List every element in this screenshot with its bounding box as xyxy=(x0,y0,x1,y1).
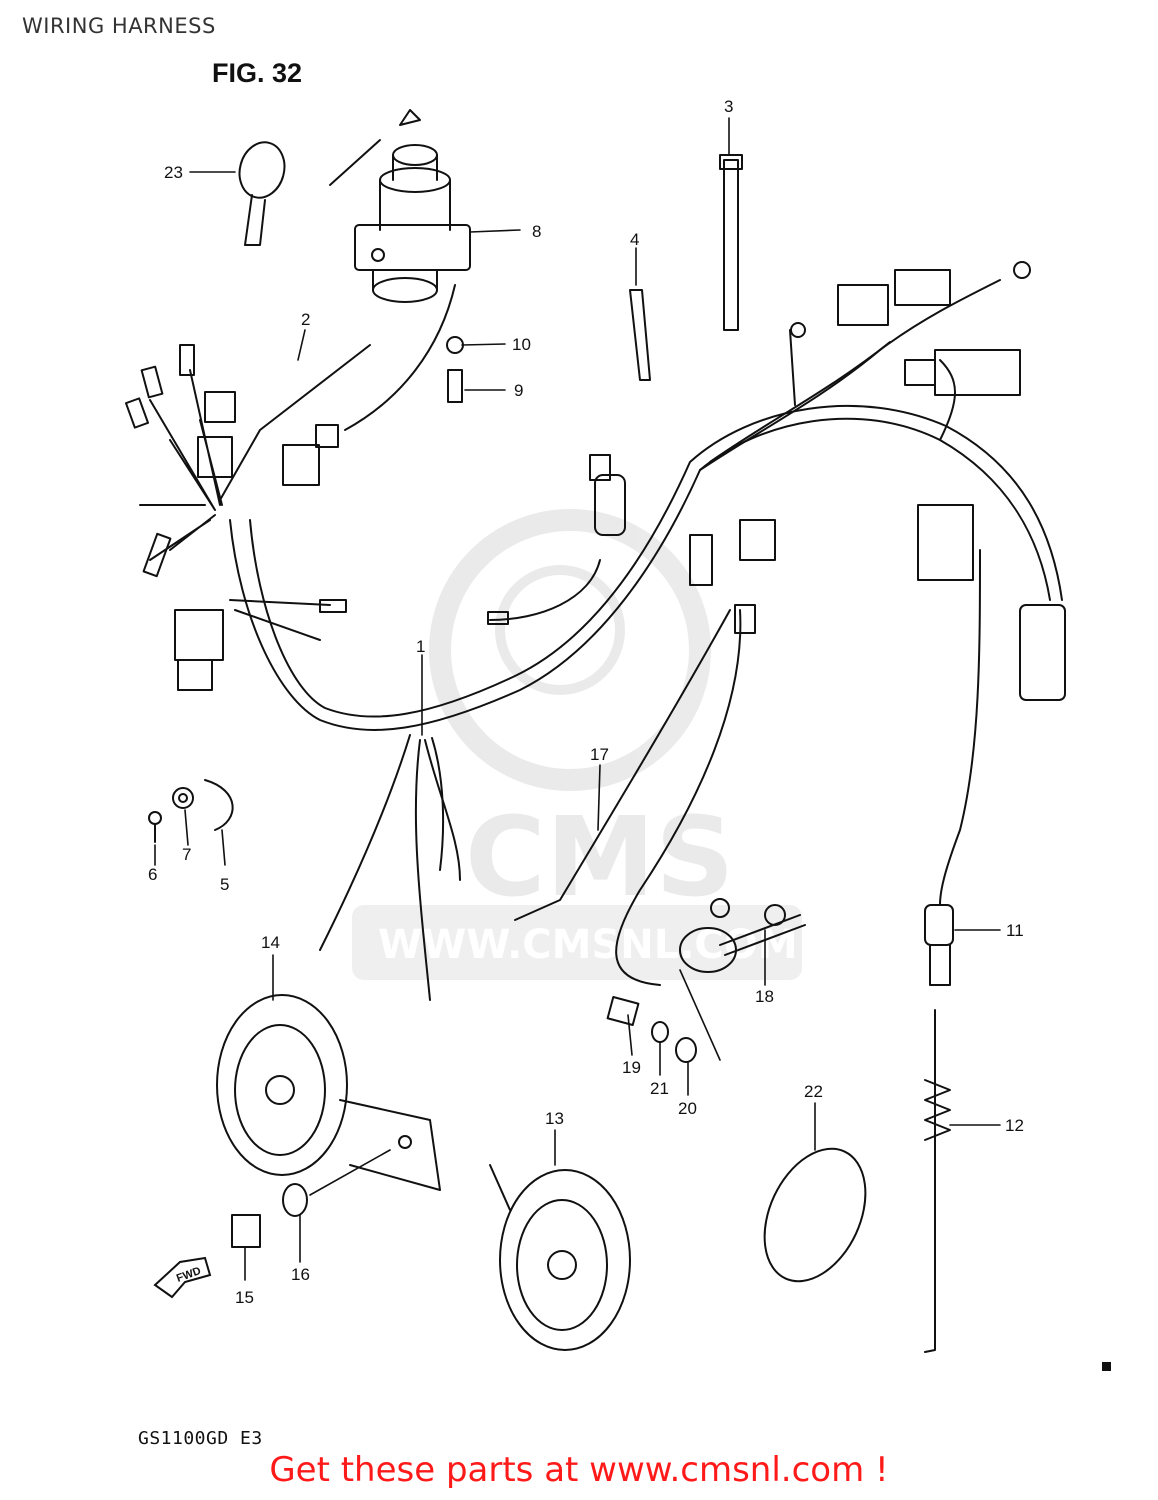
horn-13 xyxy=(489,1164,631,1351)
part-label: 4 xyxy=(630,230,639,249)
part-label: 12 xyxy=(1005,1116,1024,1135)
cable-tie xyxy=(719,154,743,331)
part-label: 8 xyxy=(532,222,541,241)
part-label: 5 xyxy=(220,875,229,894)
part-label: 14 xyxy=(261,933,280,952)
part-label: 22 xyxy=(804,1082,823,1101)
part-label: 21 xyxy=(650,1079,669,1098)
part-label: 13 xyxy=(545,1109,564,1128)
clamp xyxy=(629,289,651,381)
part-label: 1 xyxy=(416,637,425,656)
part-label: 15 xyxy=(235,1288,254,1307)
harness-branch xyxy=(124,344,371,691)
right-connectors xyxy=(487,261,1066,701)
hardware xyxy=(148,336,697,1248)
reflector xyxy=(763,1147,867,1283)
part-label: 23 xyxy=(164,163,183,182)
watermark-url: WWW.CMSNL.COM xyxy=(378,922,798,968)
leader-lines xyxy=(154,117,1001,1281)
part-label: 19 xyxy=(622,1058,641,1077)
cta-link[interactable]: Get these parts at www.cmsnl.com ! xyxy=(269,1450,889,1490)
wiring-harness xyxy=(229,279,1063,1001)
ignition-switch xyxy=(329,109,471,431)
model-code: GS1100GD E3 xyxy=(138,1428,263,1449)
part-label: 2 xyxy=(301,310,310,329)
watermark-brand: CMS xyxy=(465,793,734,921)
part-label: 18 xyxy=(755,987,774,1006)
part-label: 10 xyxy=(512,335,531,354)
corner-mark xyxy=(1102,1362,1111,1371)
part-label: 9 xyxy=(514,381,523,400)
brake-switch xyxy=(924,904,954,1353)
part-label: 16 xyxy=(291,1265,310,1284)
part-label: 6 xyxy=(148,865,157,884)
figure-number: FIG. 32 xyxy=(212,58,303,88)
part-label: 20 xyxy=(678,1099,697,1118)
key xyxy=(238,141,286,246)
part-label: 7 xyxy=(182,845,191,864)
forward-arrow: FWD xyxy=(153,1256,212,1299)
part-label: 3 xyxy=(724,97,733,116)
page-title: WIRING HARNESS xyxy=(22,14,216,38)
watermark: CMS WWW.CMSNL.COM xyxy=(352,509,802,980)
part-label: 11 xyxy=(1006,921,1024,940)
part-label: 17 xyxy=(590,745,609,764)
horn-14 xyxy=(216,994,441,1191)
part-labels: 1 2 3 4 5 6 7 8 9 10 11 12 13 14 15 16 1… xyxy=(148,97,1024,1307)
